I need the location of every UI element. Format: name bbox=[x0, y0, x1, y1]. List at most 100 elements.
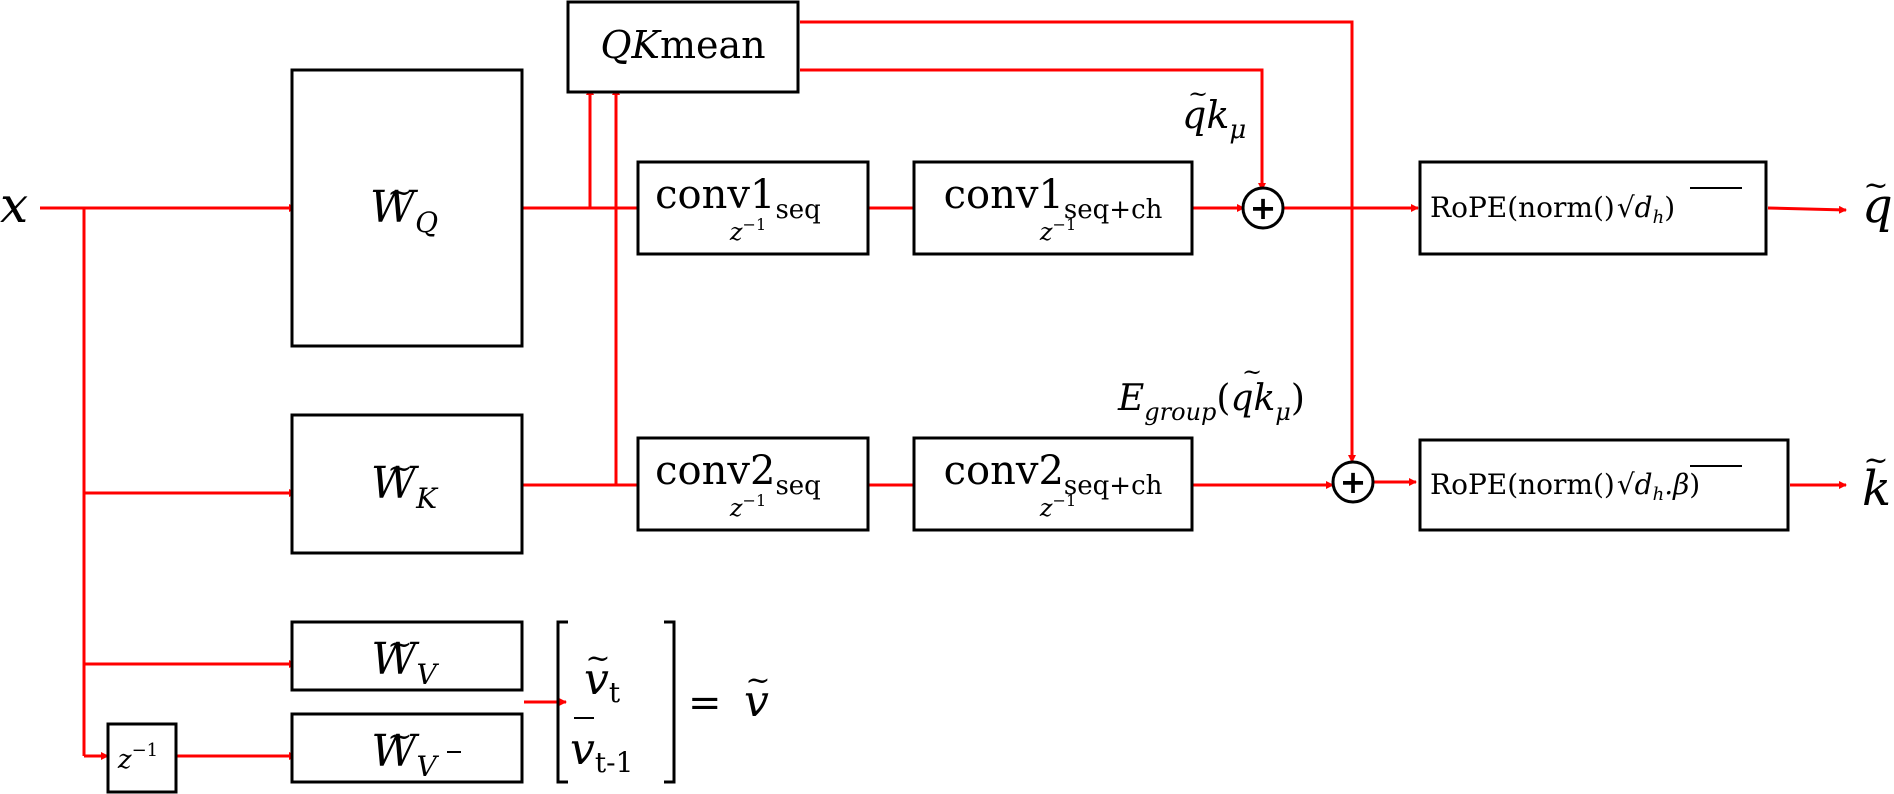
conv1-seq-ch-sub: seq+ch bbox=[1064, 195, 1163, 225]
rope-q-root-sub: h bbox=[1653, 207, 1665, 228]
conv2-seq-ch-delay-sup: −1 bbox=[1053, 491, 1077, 510]
svg-text:conv1seq: conv1seq bbox=[655, 172, 821, 225]
svg-text:~: ~ bbox=[585, 641, 610, 676]
conv1-seq-ch-delay: z bbox=[1039, 218, 1053, 246]
rope-k-prefix: RoPE(norm() bbox=[1430, 468, 1615, 501]
w-k-base: W bbox=[371, 458, 420, 509]
w-vbar-tilde: ~ bbox=[387, 719, 412, 754]
conv1-seq-ch-delay-sup: −1 bbox=[1053, 215, 1077, 234]
e-group-main-sub: μ bbox=[1275, 398, 1291, 426]
qk-mu-main: qk bbox=[1182, 93, 1229, 137]
v-vector: ~ vt vt-1 = ~ v bbox=[556, 620, 771, 784]
w-vbar-block: ~ WV bbox=[290, 712, 524, 784]
svg-text:qkμ: qkμ bbox=[1182, 93, 1246, 145]
rope-k-suffix: ) bbox=[1689, 468, 1700, 501]
w-v-base: W bbox=[371, 634, 420, 685]
e-group-sub: group bbox=[1144, 398, 1216, 426]
e-group-pre: E bbox=[1117, 378, 1144, 419]
svg-text:vt: vt bbox=[584, 654, 621, 709]
svg-text:z−1: z−1 bbox=[117, 740, 158, 775]
svg-text:QKmean: QKmean bbox=[600, 23, 765, 67]
input-x-label: x bbox=[0, 176, 28, 234]
conv1-seq-block: conv1seq z−1 bbox=[636, 160, 870, 256]
conv2-seq-ch-block: conv2seq+ch z−1 bbox=[912, 436, 1194, 532]
w-vbar-sub: V bbox=[417, 750, 440, 783]
svg-text:conv2seq+ch: conv2seq+ch bbox=[944, 448, 1163, 501]
svg-text:WV: WV bbox=[371, 726, 439, 783]
conv1-seq-main: conv1 bbox=[655, 172, 775, 218]
svg-text:WQ: WQ bbox=[370, 182, 438, 239]
w-k-tilde: ~ bbox=[387, 451, 412, 486]
conv1-seq-delay: z bbox=[729, 218, 743, 246]
w-q-tilde: ~ bbox=[387, 175, 412, 210]
rope-q-block: RoPE(norm()√dh) bbox=[1418, 160, 1768, 256]
conv2-seq-ch-main: conv2 bbox=[944, 448, 1064, 494]
conv2-seq-ch-sub: seq+ch bbox=[1064, 471, 1163, 501]
sum-q-symbol: + bbox=[1250, 189, 1277, 227]
v-result: v bbox=[744, 676, 769, 727]
v-row1-main: v bbox=[584, 654, 609, 705]
w-k-block: ~ WK bbox=[290, 413, 524, 555]
w-v-block: ~ WV bbox=[290, 620, 524, 692]
sum-k-symbol: + bbox=[1340, 463, 1367, 501]
svg-text:WV: WV bbox=[371, 634, 439, 691]
output-k-label: k bbox=[1862, 461, 1891, 517]
svg-text:~: ~ bbox=[745, 663, 770, 698]
delay-sup: −1 bbox=[132, 740, 159, 761]
w-vbar-base: W bbox=[371, 726, 420, 777]
e-group-label: ~ Egroup(qkμ) bbox=[1117, 358, 1305, 426]
conv2-seq-delay-sup: −1 bbox=[743, 491, 767, 510]
w-q-base: W bbox=[370, 182, 419, 233]
v-vector-left-bracket bbox=[556, 620, 568, 784]
conv1-seq-sub: seq bbox=[775, 195, 820, 225]
svg-text:conv1seq+ch: conv1seq+ch bbox=[944, 172, 1163, 225]
conv2-seq-main: conv2 bbox=[655, 448, 775, 494]
svg-text:conv2seq: conv2seq bbox=[655, 448, 821, 501]
v-row2-sub: t-1 bbox=[595, 746, 634, 779]
rope-q-prefix: RoPE(norm() bbox=[1430, 191, 1615, 224]
w-q-block: ~ WQ bbox=[290, 68, 524, 348]
output-k: ~ k bbox=[1862, 443, 1891, 517]
v-row1-sub: t bbox=[609, 676, 621, 709]
rope-q-root: d bbox=[1635, 191, 1653, 224]
v-equals: = bbox=[688, 680, 722, 726]
conv2-seq-delay: z bbox=[729, 494, 743, 522]
conv1-seq-ch-block: conv1seq+ch z−1 bbox=[912, 160, 1194, 256]
w-k-sub: K bbox=[415, 482, 439, 515]
qk-mu-sub: μ bbox=[1229, 115, 1246, 145]
wire-qkmean-to-sum-k bbox=[800, 20, 1356, 463]
e-group-close: ) bbox=[1291, 378, 1305, 419]
conv2-seq-ch-delay: z bbox=[1039, 494, 1053, 522]
svg-text:z−1: z−1 bbox=[1039, 215, 1076, 246]
rope-q-suffix: ) bbox=[1664, 191, 1675, 224]
rope-k-radical: √ bbox=[1617, 468, 1635, 501]
conv2-seq-block: conv2seq z−1 bbox=[636, 436, 870, 532]
conv1-seq-ch-main: conv1 bbox=[944, 172, 1064, 218]
e-group-open: ( bbox=[1216, 378, 1230, 419]
w-v-tilde: ~ bbox=[387, 627, 412, 662]
output-q-label: q bbox=[1862, 178, 1893, 234]
v-vector-right-bracket bbox=[664, 620, 676, 784]
svg-text:~: ~ bbox=[1188, 80, 1208, 108]
w-v-sub: V bbox=[417, 658, 440, 691]
conv2-seq-sub: seq bbox=[775, 471, 820, 501]
svg-text:RoPE(norm()√dh.β): RoPE(norm()√dh.β) bbox=[1430, 468, 1700, 505]
qk-mean-block: QKmean bbox=[566, 0, 800, 94]
svg-text:~: ~ bbox=[1863, 168, 1888, 203]
output-q: ~ q bbox=[1862, 168, 1893, 234]
rope-q-radical: √ bbox=[1617, 191, 1635, 224]
rope-k-block: RoPE(norm()√dh.β) bbox=[1418, 438, 1790, 532]
signal-wires bbox=[40, 20, 1847, 760]
svg-text:Egroup(qkμ): Egroup(qkμ) bbox=[1117, 378, 1305, 426]
sum-node-q: + bbox=[1241, 186, 1285, 230]
sum-node-k: + bbox=[1331, 460, 1375, 504]
svg-text:~: ~ bbox=[1242, 358, 1262, 386]
delay-base: z bbox=[117, 745, 132, 775]
qk-mean-pre: QK bbox=[600, 23, 662, 67]
w-q-sub: Q bbox=[415, 206, 438, 239]
wire-rope-to-q bbox=[1767, 205, 1847, 214]
v-row2-main: v bbox=[570, 724, 595, 775]
delay-block: z−1 bbox=[106, 722, 178, 794]
svg-text:~: ~ bbox=[1863, 443, 1888, 478]
